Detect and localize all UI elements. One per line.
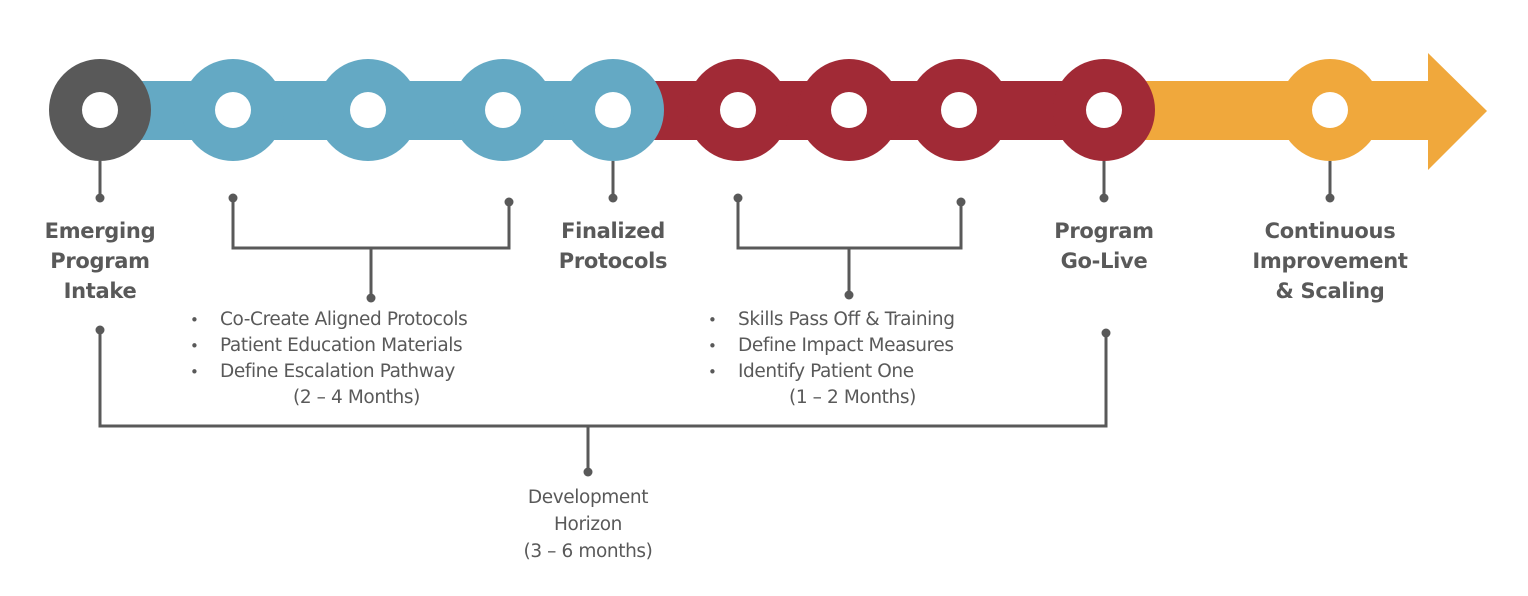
task-item: Define Escalation Pathway [188,359,467,385]
implementation-node-hole-2 [831,92,867,128]
bracket-dot [228,193,238,203]
bracket-dot [583,467,593,477]
horizon-line: Development [527,487,649,508]
milestone-program-go-live: Program Go-Live [1034,216,1174,276]
bracket-dot [956,197,966,207]
implementation-node-hole-3 [941,92,977,128]
implementation-node-hole-4 [1086,92,1122,128]
milestone-finalized-protocols: Finalized Protocols [543,216,683,276]
milestone-line: Protocols [558,249,668,273]
development-node-hole-4 [595,92,631,128]
milestone-emerging-program-intake: Emerging Program Intake [30,216,170,306]
development-node-hole-1 [215,92,251,128]
finalized-stem-dot [608,193,618,203]
milestone-line: Intake [63,279,137,303]
milestone-line: Program [50,249,150,273]
scaling-node-hole-1 [1312,92,1348,128]
milestone-line: Program [1054,219,1154,243]
milestone-line: Improvement [1252,249,1408,273]
bracket-dot [504,197,514,207]
task-item: Identify Patient One [706,359,955,385]
horizon-line: Horizon [554,514,622,535]
bracket-dot [844,290,854,300]
development-horizon-label: Development Horizon (3 – 6 months) [488,484,688,565]
arrow-head-icon [1428,53,1487,170]
horizon-line: (3 – 6 months) [523,541,653,562]
bracket-dot [1101,328,1111,338]
task-duration: (1 – 2 Months) [789,387,916,408]
task-item: Define Impact Measures [706,333,955,359]
bracket-dot [733,193,743,203]
task-duration: (2 – 4 Months) [293,387,420,408]
task-item: Patient Education Materials [188,333,467,359]
implementation-bracket-line [736,198,963,250]
milestone-line: Go-Live [1060,249,1148,273]
development-bracket-line [231,198,511,250]
go-live-stem-dot [1099,193,1109,203]
horizon-bracket-line [98,330,1108,428]
milestone-line: Emerging [44,219,156,243]
development-task-list: Co-Create Aligned Protocols Patient Educ… [188,307,468,411]
bracket-dot [95,325,105,335]
emerging-stem-dot [95,193,105,203]
implementation-task-list: Skills Pass Off & Training Define Impact… [706,307,955,411]
implementation-node-hole-1 [720,92,756,128]
intake-node-hole-1 [82,92,118,128]
milestone-line: & Scaling [1275,279,1385,303]
development-node-hole-3 [485,92,521,128]
development-node-hole-2 [350,92,386,128]
milestone-line: Finalized [561,219,665,243]
milestone-line: Continuous [1264,219,1396,243]
continuous-stem-dot [1325,193,1335,203]
bracket-dot [366,293,376,303]
task-item: Skills Pass Off & Training [706,307,955,333]
task-item: Co-Create Aligned Protocols [188,307,468,333]
milestone-continuous-improvement: Continuous Improvement & Scaling [1230,216,1430,306]
